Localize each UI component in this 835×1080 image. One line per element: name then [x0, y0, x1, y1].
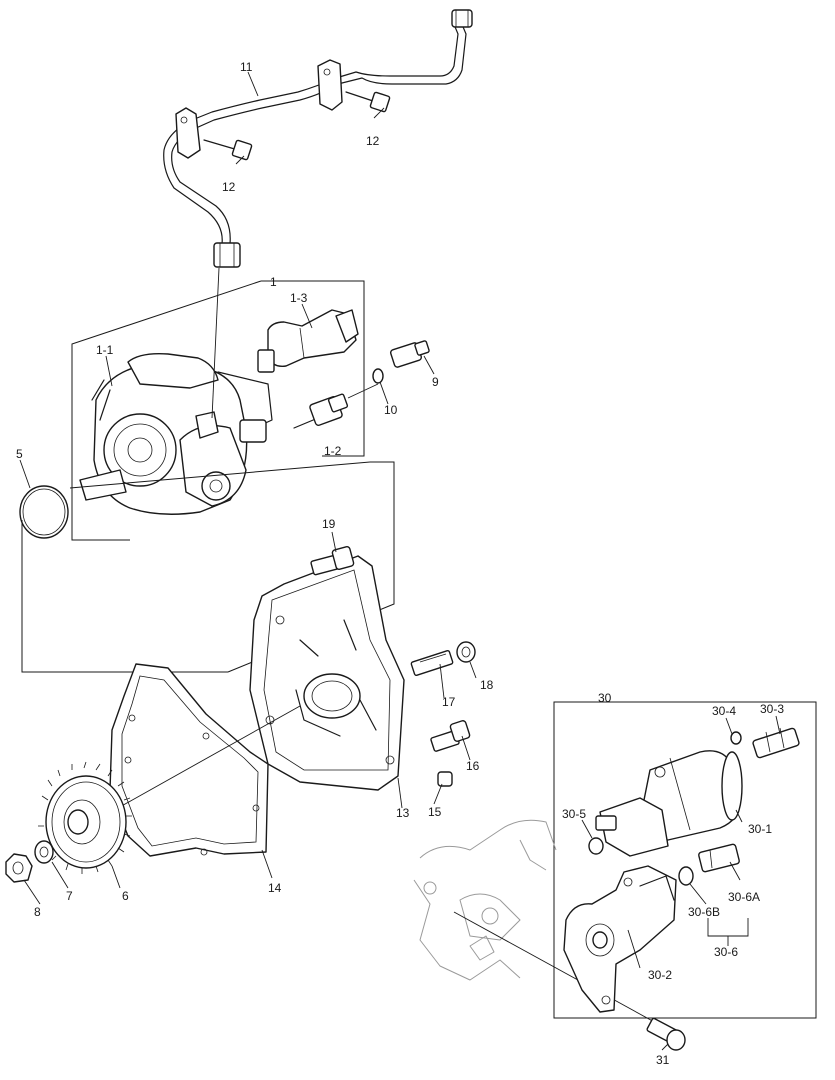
- o-ring-5: [19, 485, 69, 539]
- fitting-30-6A: [698, 843, 740, 873]
- label-18: 18: [480, 678, 494, 692]
- fuel-temp-sensor: [293, 383, 379, 429]
- bracket-30-2: [563, 865, 677, 1013]
- label-12-right: 12: [366, 134, 380, 148]
- connector-30-3: [752, 727, 800, 759]
- label-30-2: 30-2: [648, 968, 672, 982]
- label-7: 7: [66, 889, 73, 903]
- bleeder-30-4: [730, 731, 742, 745]
- leader-lines: [19, 71, 781, 1051]
- label-16: 16: [466, 759, 480, 773]
- pump-frame: [261, 280, 365, 457]
- pipe-clamp-right: [317, 59, 343, 111]
- housing-bolt-19: [310, 545, 355, 576]
- engine-outline: [413, 819, 557, 981]
- label-8: 8: [34, 905, 41, 919]
- pipe-nut-bottom: [213, 242, 241, 268]
- label-1-3: 1-3: [290, 291, 308, 305]
- union-fitting: [389, 340, 430, 368]
- label-1: 1: [270, 275, 277, 289]
- fuel-pipe: [163, 9, 473, 268]
- label-30: 30: [598, 691, 612, 705]
- label-30-6B: 30-6B: [688, 905, 720, 919]
- stud-bolt-17: [410, 649, 454, 677]
- gear-housing: [249, 555, 405, 791]
- label-30-1: 30-1: [748, 822, 772, 836]
- gasket-washer-10: [372, 368, 384, 384]
- label-13: 13: [396, 806, 410, 820]
- label-19: 19: [322, 517, 336, 531]
- clamp-bolt-right: [345, 91, 391, 113]
- bolt-16: [430, 720, 471, 752]
- nut-18: [456, 641, 476, 663]
- label-15: 15: [428, 805, 442, 819]
- label-17: 17: [442, 695, 456, 709]
- label-11: 11: [240, 60, 253, 74]
- label-10: 10: [384, 403, 398, 417]
- drive-gear: [38, 761, 132, 874]
- label-6: 6: [122, 889, 129, 903]
- label-5: 5: [16, 447, 23, 461]
- fuel-pump-body: [79, 352, 273, 515]
- label-12-left: 12: [222, 180, 236, 194]
- label-30-4: 30-4: [712, 704, 736, 718]
- label-9: 9: [432, 375, 439, 389]
- label-1-1: 1-1: [96, 343, 114, 357]
- label-30-6A: 30-6A: [728, 890, 760, 904]
- sensor-frame: [553, 701, 817, 1019]
- washer-7: [34, 840, 54, 864]
- gear-nut-8: [5, 853, 33, 883]
- actuator-30-1: [595, 750, 743, 857]
- pipe-clamp-left: [175, 107, 201, 159]
- label-30-5: 30-5: [562, 807, 586, 821]
- housing-frame: [21, 520, 228, 673]
- part-labels: 1 1-1 1-2 1-3 5 6 7 8 9 10 11 12 12 13 1…: [16, 60, 784, 1067]
- label-1-2: 1-2: [324, 444, 342, 458]
- housing-gasket: [109, 663, 269, 857]
- label-30-6: 30-6: [714, 945, 738, 959]
- clamp-bolt-left: [203, 139, 253, 161]
- label-31: 31: [656, 1053, 670, 1067]
- o-ring-30-6B: [678, 866, 694, 886]
- pipe-nut-top: [451, 9, 473, 28]
- suction-control-valve: [257, 309, 359, 373]
- label-14: 14: [268, 881, 282, 895]
- bolt-31: [646, 1017, 686, 1051]
- label-30-3: 30-3: [760, 702, 784, 716]
- o-ring-30-5: [588, 837, 604, 855]
- plug-15: [437, 771, 453, 787]
